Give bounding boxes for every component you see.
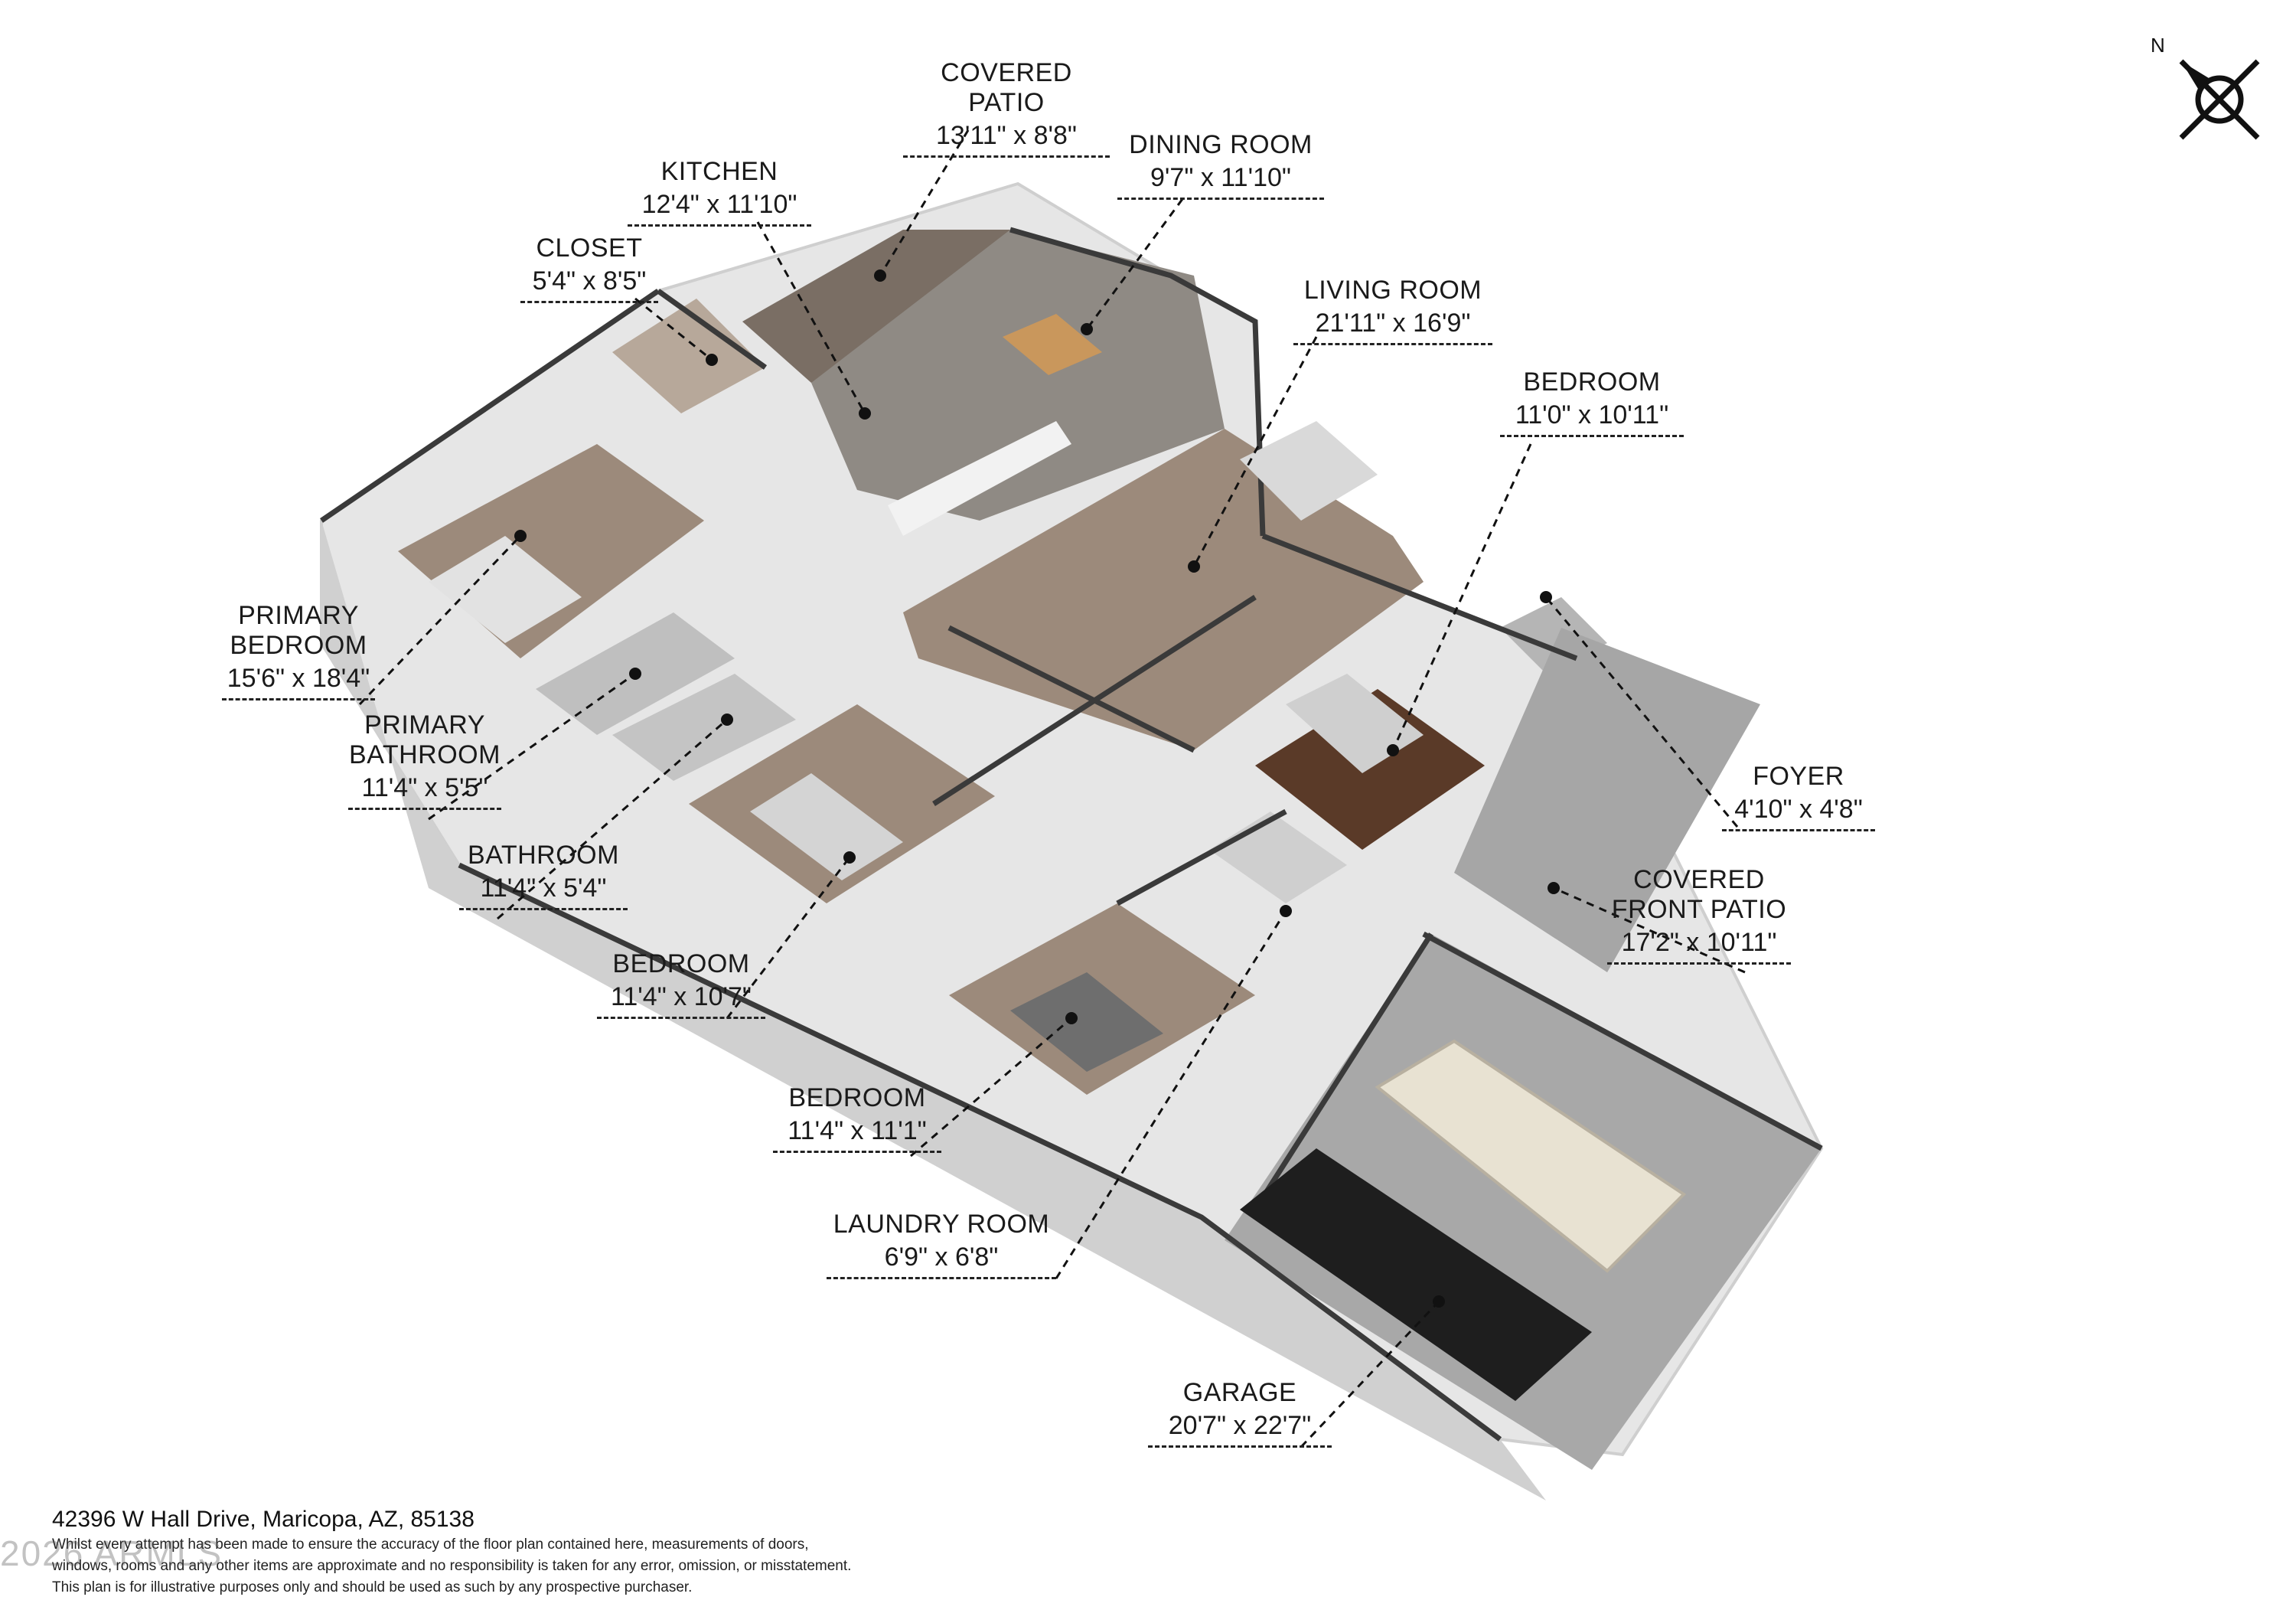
wall-tops	[320, 227, 1823, 1442]
watermark: 2026 ARMLS	[0, 1533, 223, 1573]
bed-south	[1010, 972, 1163, 1072]
label-bedroom-south: BEDROOM 11'4" x 11'1"	[773, 1083, 941, 1154]
disclaimer-line-3: This plan is for illustrative purposes o…	[52, 1579, 693, 1595]
dining-table	[1003, 314, 1102, 375]
label-bedroom-middle: BEDROOM 11'4" x 10'7"	[597, 949, 765, 1020]
label-laundry-room: LAUNDRY ROOM 6'9" x 6'8"	[827, 1210, 1056, 1280]
property-address: 42396 W Hall Drive, Maricopa, AZ, 85138	[52, 1507, 475, 1532]
bed-middle	[750, 773, 903, 880]
label-garage: GARAGE 20'7" x 22'7"	[1148, 1378, 1332, 1448]
covered-front-patio-floor	[1454, 628, 1760, 972]
room-dots	[514, 269, 1560, 1308]
disclaimer-line-1: Whilst every attempt has been made to en…	[52, 1536, 809, 1553]
furniture	[429, 314, 1687, 1401]
label-covered-front-patio: COVERED FRONT PATIO 17'2" x 10'11"	[1607, 865, 1791, 965]
label-living-room: LIVING ROOM 21'11" x 16'9"	[1293, 276, 1492, 346]
bedroom-east-floor	[1255, 689, 1485, 850]
label-bathroom: BATHROOM 11'4" x 5'4"	[459, 841, 628, 911]
label-kitchen: KITCHEN 12'4" x 11'10"	[628, 157, 811, 227]
label-primary-bathroom: PRIMARY BATHROOM 11'4" x 5'5"	[348, 710, 501, 811]
car-white	[1375, 1039, 1687, 1273]
kitchen-island	[888, 421, 1071, 536]
footer: 42396 W Hall Drive, Maricopa, AZ, 85138 …	[52, 1507, 851, 1596]
bed-primary	[429, 536, 582, 643]
label-closet: CLOSET 5'4" x 8'5"	[520, 233, 658, 304]
compass-rose-icon	[2179, 59, 2260, 140]
disclaimer-line-2: windows, rooms and any other items are a…	[52, 1557, 852, 1574]
label-foyer: FOYER 4'10" x 4'8"	[1722, 762, 1875, 832]
label-primary-bedroom: PRIMARY BEDROOM 15'6" x 18'4"	[222, 601, 375, 701]
bathroom-floor	[612, 674, 796, 781]
closet-floor	[612, 299, 765, 413]
kitchen-dining-floor	[811, 230, 1225, 521]
car-black	[1240, 1148, 1592, 1401]
north-compass-icon: N	[2151, 31, 2273, 153]
sofa-living	[1240, 421, 1378, 521]
label-dining-room: DINING ROOM 9'7" x 11'10"	[1117, 130, 1324, 201]
label-covered-patio: COVERED PATIO 13'11" x 8'8"	[903, 58, 1110, 158]
covered-patio-floor	[742, 230, 1010, 383]
compass-north-label: N	[2151, 34, 2165, 57]
label-bedroom-east: BEDROOM 11'0" x 10'11"	[1500, 367, 1684, 438]
leader-lines	[358, 129, 1746, 1448]
